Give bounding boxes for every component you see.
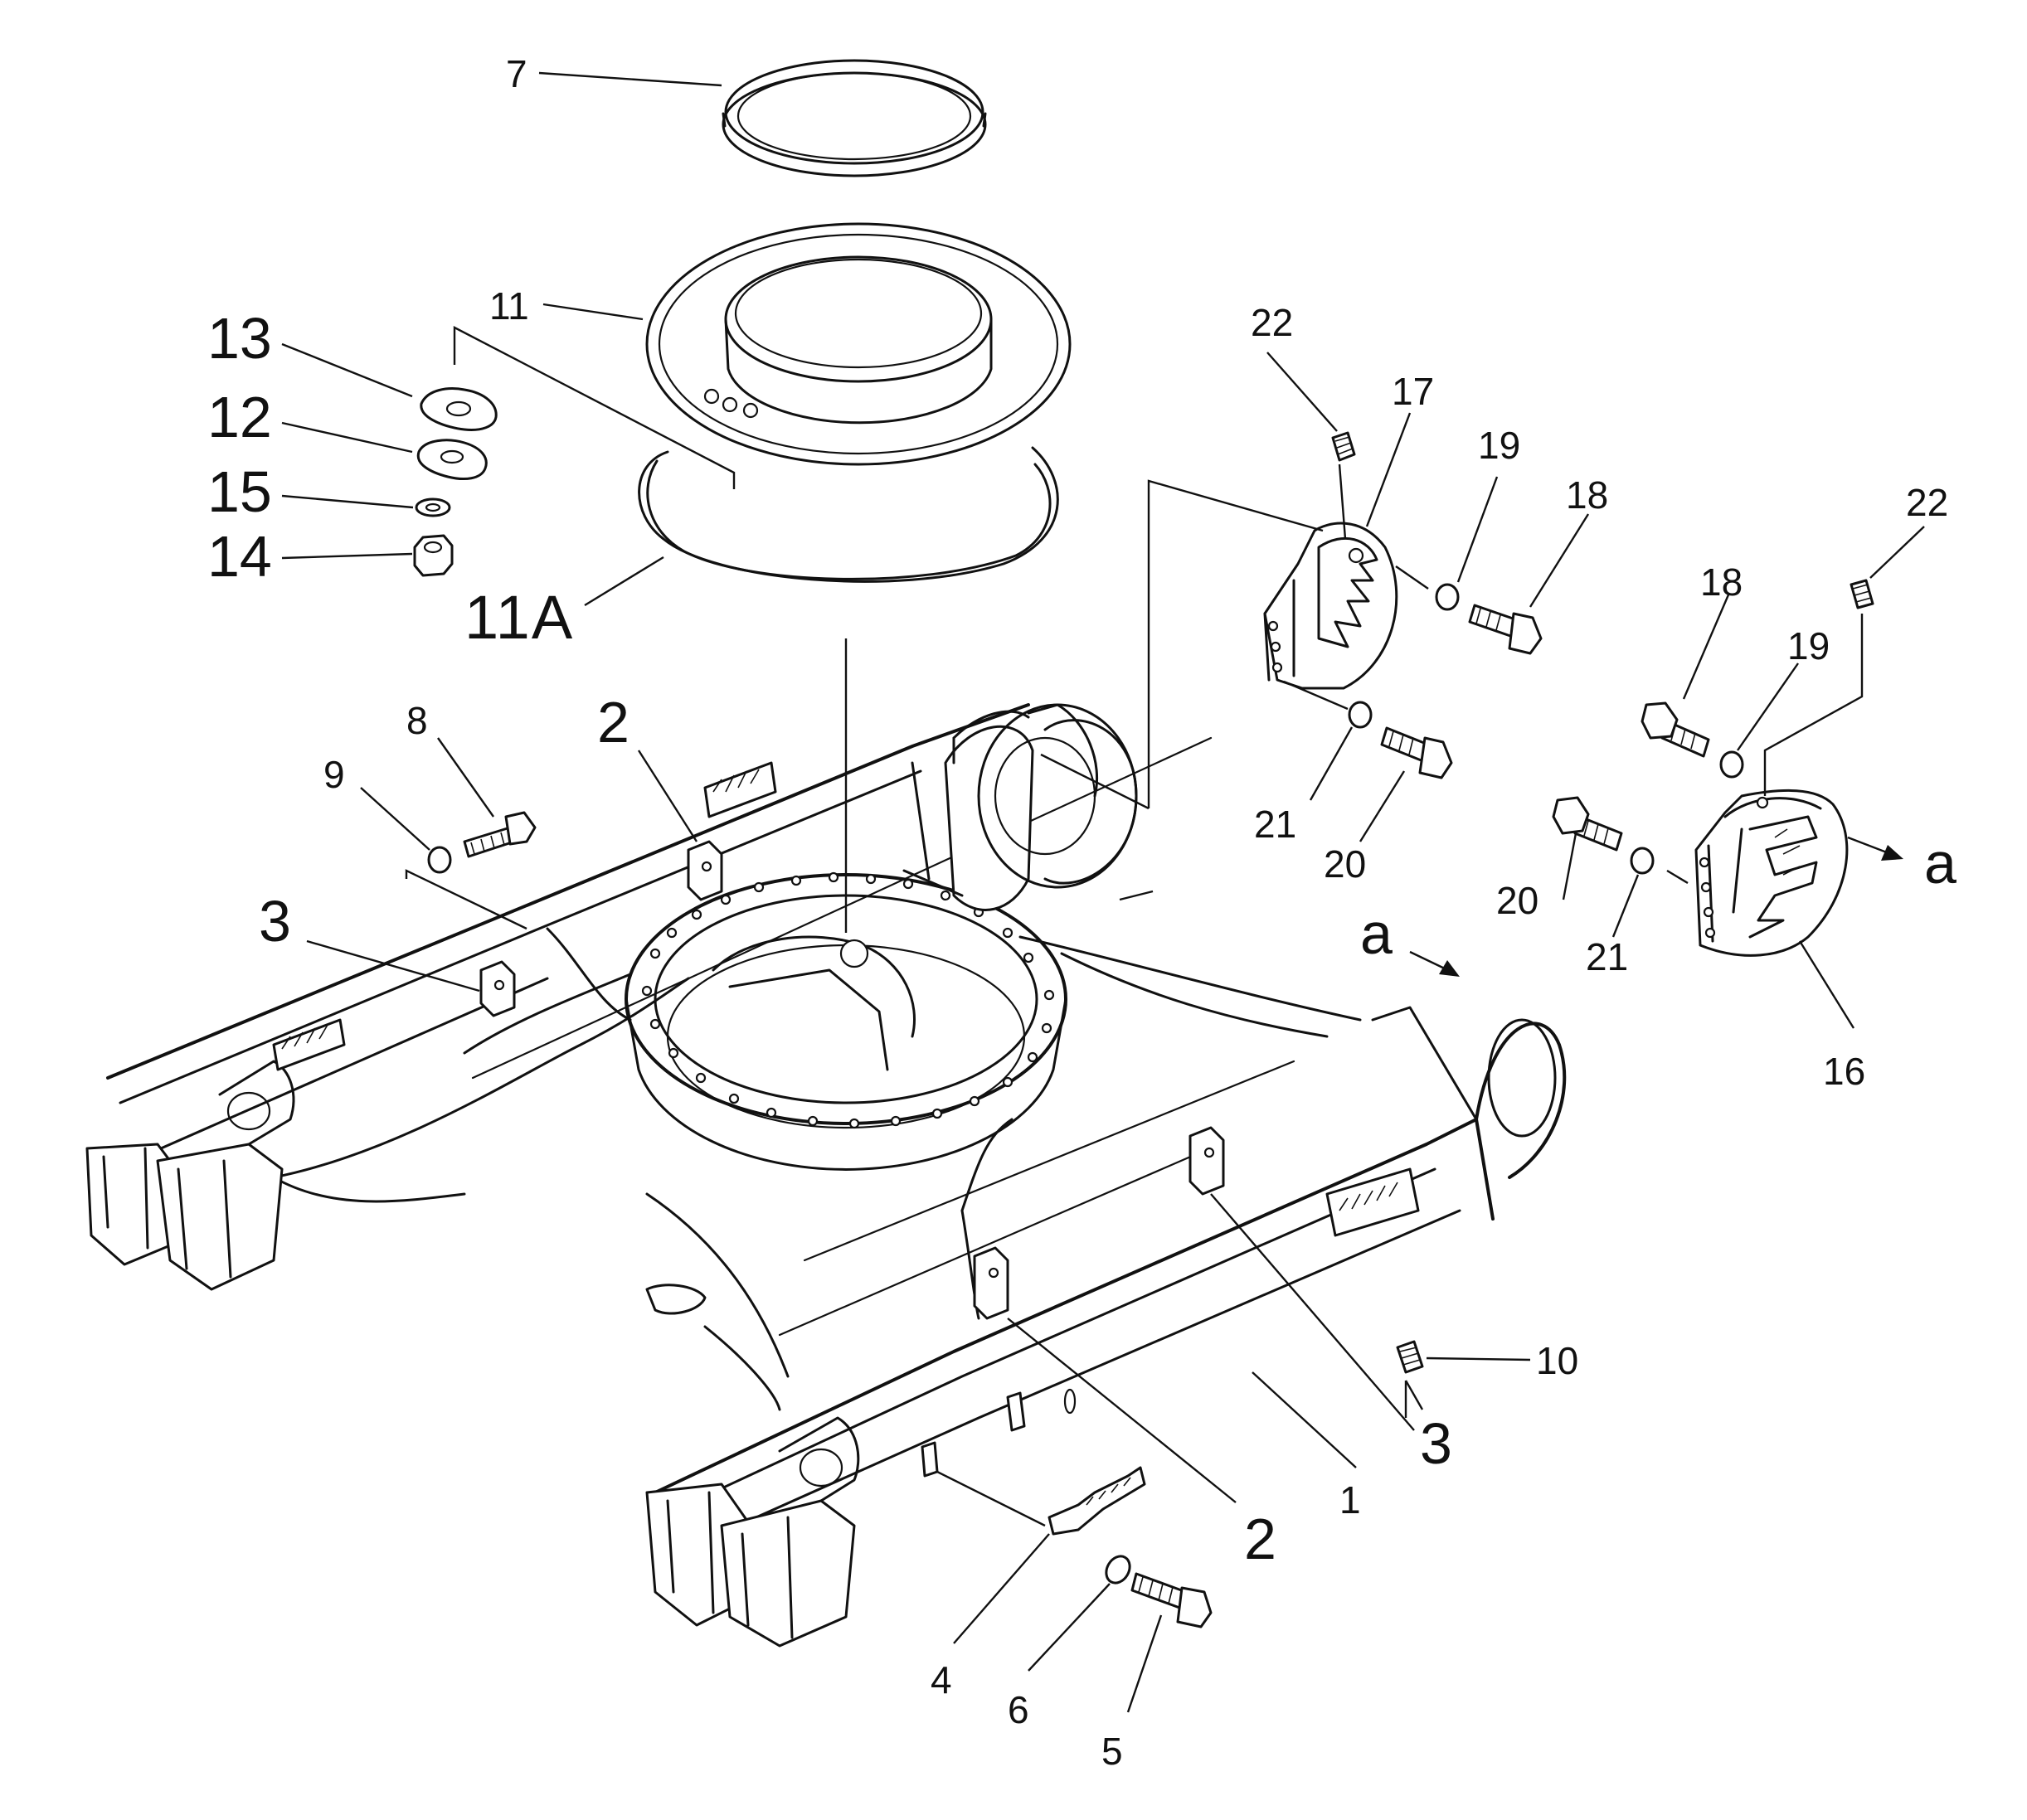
- label-a-left: a: [1360, 901, 1393, 966]
- part-10-grease-fitting: [1396, 1340, 1424, 1374]
- label-3-upper: 3: [259, 889, 291, 954]
- label-12: 12: [207, 385, 272, 449]
- part-1-track-frame: [85, 703, 1567, 1648]
- label-8: 8: [406, 699, 428, 742]
- cover-17-leader-bracket: [1147, 479, 1324, 808]
- part-7-seal-ring: [722, 59, 987, 177]
- part-19-washer-right: [1719, 750, 1744, 779]
- label-5: 5: [1101, 1730, 1123, 1773]
- part-labels: 7 11 13 12 15 14 11A 8 9 2 3 22 17 19 18…: [207, 52, 1957, 1773]
- part-21-washer-upper: [1348, 701, 1373, 729]
- part-18-bolt-upper: [1468, 604, 1543, 655]
- part-4-guide: [1048, 1466, 1146, 1536]
- part-17-sprocket-cover: [1263, 522, 1398, 690]
- hardware-bracket-line: [453, 326, 736, 489]
- label-6: 6: [1008, 1688, 1029, 1731]
- label-4: 4: [931, 1658, 952, 1701]
- label-9: 9: [323, 753, 345, 796]
- part-3-bracket-lower: [1188, 1126, 1225, 1196]
- part-15-washer: [415, 497, 451, 517]
- label-7: 7: [506, 52, 527, 95]
- cover-17-to-frame-leader: [1040, 753, 1150, 810]
- part-22-plug-right: [1850, 579, 1874, 609]
- label-a-right: a: [1924, 831, 1957, 895]
- part-20-bolt-upper: [1380, 726, 1453, 779]
- part-3-bracket-upper: [479, 960, 516, 1017]
- label-11: 11: [489, 284, 529, 328]
- label-19-right: 19: [1787, 624, 1830, 667]
- frame-sprocket-mount: [902, 703, 1138, 911]
- part-9-washer: [427, 846, 452, 874]
- part-11-center-plate: [645, 222, 1072, 466]
- bolt-20-21-leader: [1283, 680, 1349, 711]
- view-a-arrow-right: [1847, 836, 1903, 861]
- plug-22-upper-leader: [1338, 463, 1347, 540]
- label-1: 1: [1339, 1478, 1361, 1522]
- label-20-right: 20: [1496, 879, 1538, 922]
- part-2-bracket-upper: [687, 840, 723, 901]
- part-16-sprocket-guard: [1694, 789, 1849, 957]
- part-11a-ring: [638, 446, 1059, 583]
- part-2-bracket-lower: [973, 1246, 1009, 1320]
- label-18-upper: 18: [1566, 473, 1608, 517]
- frame-lugs: [645, 1284, 1077, 1478]
- label-14: 14: [207, 524, 272, 589]
- label-15: 15: [207, 459, 272, 524]
- part-8-bolt: [463, 811, 537, 858]
- part-6-washer: [1105, 1555, 1131, 1585]
- label-22-upper: 22: [1251, 301, 1293, 344]
- label-2-lower: 2: [1244, 1507, 1276, 1571]
- label-20-upper: 20: [1324, 842, 1366, 886]
- bolt-18-19-leader: [1395, 565, 1429, 590]
- leader-lines: [281, 71, 1925, 1713]
- label-13: 13: [207, 306, 272, 371]
- plug-22-right-leader: [1763, 614, 1864, 796]
- part-5-bolt: [1130, 1572, 1213, 1628]
- label-18-right: 18: [1700, 561, 1743, 604]
- ring-bolt-holes: [641, 871, 1055, 1129]
- label-10: 10: [1536, 1339, 1578, 1382]
- part-12-plate: [416, 439, 488, 480]
- view-a-arrow-left: [1409, 950, 1460, 977]
- label-11a: 11A: [464, 583, 574, 652]
- label-19-upper: 19: [1478, 424, 1520, 467]
- part-21-washer-right: [1630, 847, 1655, 875]
- part-22-plug-upper: [1331, 431, 1356, 462]
- bolt-21-right-leader: [1666, 869, 1689, 885]
- part-20-bolt-right: [1552, 796, 1623, 852]
- bolt-8-leader-bracket: [405, 869, 527, 930]
- label-2-upper: 2: [597, 690, 629, 755]
- track-guard-segments: [272, 761, 1420, 1237]
- label-21-upper: 21: [1254, 803, 1296, 846]
- label-21-right: 21: [1586, 935, 1628, 978]
- label-22-right: 22: [1906, 481, 1948, 524]
- part-14-nut: [413, 534, 454, 577]
- label-17: 17: [1392, 370, 1434, 413]
- part-13-plate: [420, 387, 498, 431]
- part-19-washer-upper: [1435, 583, 1460, 611]
- label-3-lower: 3: [1420, 1411, 1452, 1476]
- label-16: 16: [1823, 1050, 1865, 1093]
- swing-circle-mount: [625, 871, 1067, 1171]
- part-18-bolt-right: [1641, 701, 1710, 758]
